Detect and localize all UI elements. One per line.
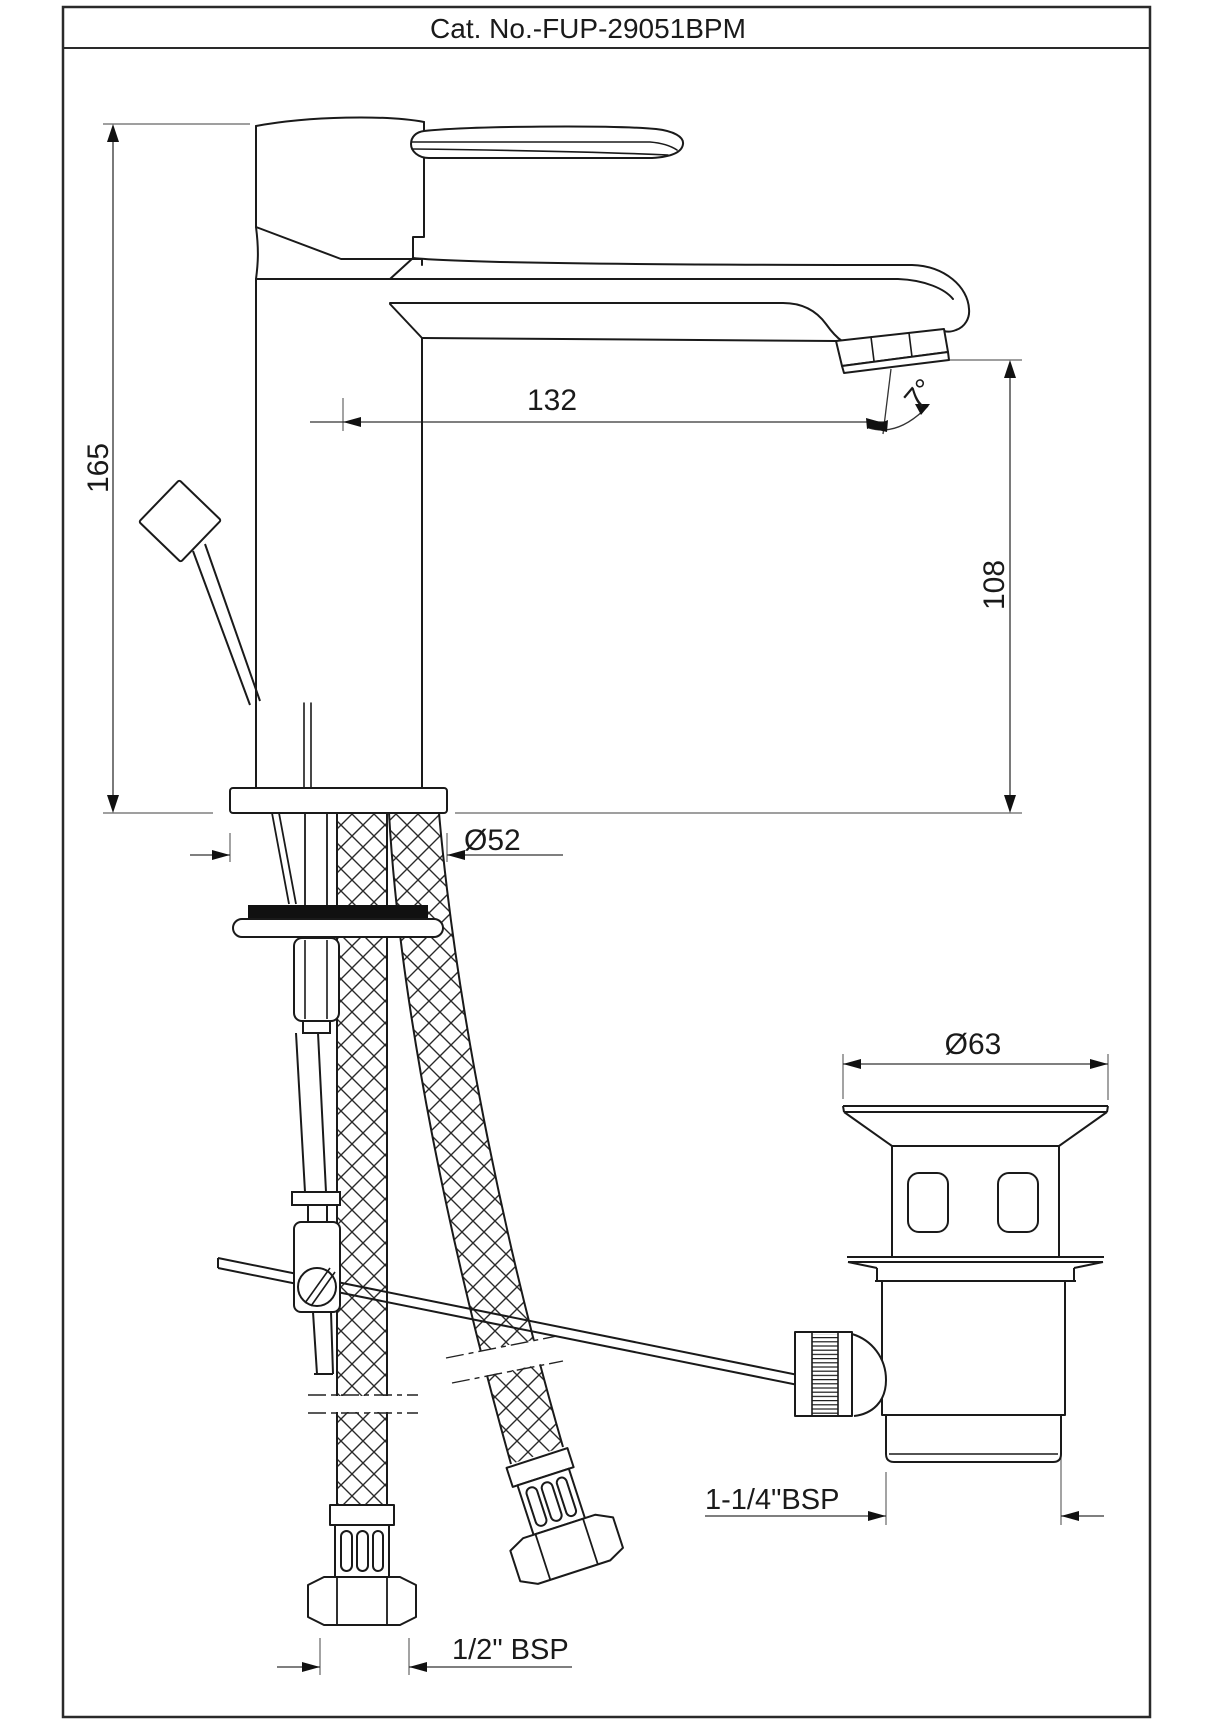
dim-base-diameter: Ø52: [464, 824, 521, 857]
mounting-hardware: [232, 812, 444, 1193]
dim-waste-thread: 1-1/4"BSP: [705, 1484, 839, 1516]
dimension-lines: [112, 132, 1108, 1668]
knurled-nut: [794, 1331, 853, 1417]
base-flange: [229, 787, 448, 814]
pop-up-knob: [138, 479, 222, 563]
mounting-washer: [232, 918, 444, 938]
faucet-body: [229, 116, 971, 814]
dim-spout-height: 108: [978, 560, 1011, 610]
hose-break-right: [445, 1335, 564, 1384]
mounting-nut: [293, 937, 340, 1034]
pop-up-rod: [138, 479, 261, 706]
hose-nut-right: [484, 1440, 627, 1590]
dim-hose-thread: 1/2" BSP: [452, 1634, 569, 1666]
drain-assembly: [794, 1105, 1109, 1463]
page-border: [61, 5, 1152, 1719]
dim-overall-height: 165: [82, 443, 115, 493]
waste-tailpiece: [885, 1415, 1062, 1463]
dim-waste-flange-diameter: Ø63: [945, 1028, 1002, 1061]
handle-lever: [410, 125, 685, 159]
dim-spout-angle: 7°: [898, 373, 942, 416]
overflow-slot: [997, 1172, 1039, 1233]
dimension-arrows: [107, 124, 1108, 1672]
dim-spout-reach: 132: [527, 384, 577, 417]
rubber-gasket: [248, 905, 428, 921]
hose-nut-left: [307, 1504, 417, 1626]
title-text: Cat. No.-FUP-29051BPM: [430, 13, 746, 44]
aerator: [835, 328, 950, 374]
rod-clamp: [291, 1191, 341, 1375]
extension-lines: [103, 123, 1109, 1675]
overflow-slot: [907, 1172, 949, 1233]
hose-break-left: [308, 1394, 418, 1414]
waste-flange: [842, 1105, 1109, 1113]
